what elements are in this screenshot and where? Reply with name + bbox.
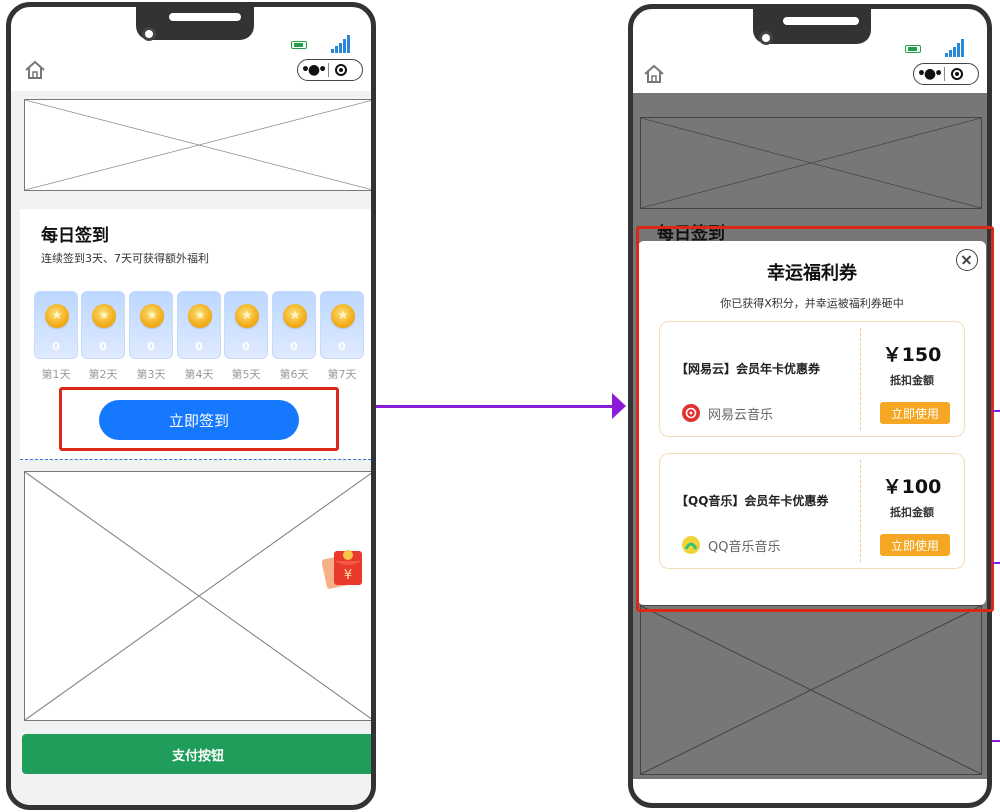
- battery-icon: [291, 41, 307, 49]
- coupon-name: 【QQ音乐】会员年卡优惠券: [676, 494, 829, 508]
- more-dots-icon[interactable]: •●•: [916, 66, 943, 82]
- day-value: 0: [290, 340, 298, 353]
- sign-in-title: 每日签到: [41, 226, 109, 246]
- coin-icon: [92, 304, 116, 328]
- day-label: 第4天: [184, 368, 214, 381]
- banner-image-placeholder: [640, 117, 982, 209]
- modal-highlight-frame: [636, 226, 994, 612]
- day-value: 0: [147, 340, 155, 353]
- red-packet-icon[interactable]: ¥: [322, 547, 366, 589]
- coupon-divider: [860, 460, 861, 562]
- day-card-5[interactable]: 0: [224, 291, 268, 359]
- coupon-price: ￥150: [882, 344, 942, 366]
- highlight-frame: [59, 387, 339, 451]
- day-card-4[interactable]: 0: [177, 291, 221, 359]
- coupon-price: ￥100: [882, 476, 942, 498]
- content-image-placeholder: [640, 605, 982, 775]
- left-phone-frame: •●• 每日签到 连续签到3天、7天可获得额外福利 0 0 0 0 0 0 0 …: [6, 2, 376, 810]
- day-value: 0: [52, 340, 60, 353]
- miniapp-capsule[interactable]: •●•: [297, 59, 363, 81]
- signal-icon: [945, 39, 964, 57]
- coupon-divider: [860, 328, 861, 430]
- day-label: 第7天: [327, 368, 357, 381]
- capsule-separator: [944, 67, 945, 81]
- coupon-price-label: 抵扣金额: [890, 374, 934, 387]
- day-card-6[interactable]: 0: [272, 291, 316, 359]
- sign-in-subtitle: 连续签到3天、7天可获得额外福利: [41, 252, 209, 265]
- right-phone-frame: •●• 每日签到 幸运福利券 你已获得X积分，并幸运被福利券砸中 【网易云】会员…: [628, 4, 992, 808]
- coupon-card-netease: 【网易云】会员年卡优惠券 网易云音乐 ￥150 抵扣金额 立即使用: [659, 321, 965, 437]
- day-label: 第5天: [231, 368, 261, 381]
- speaker-grille: [169, 13, 241, 21]
- day-value: 0: [99, 340, 107, 353]
- coin-icon: [188, 304, 212, 328]
- coin-icon: [283, 304, 307, 328]
- close-target-icon[interactable]: [335, 64, 347, 76]
- coin-icon: [140, 304, 164, 328]
- day-value: 0: [195, 340, 203, 353]
- coin-icon: [331, 304, 355, 328]
- day-label: 第1天: [41, 368, 71, 381]
- day-value: 0: [338, 340, 346, 353]
- modal-title: 幸运福利券: [767, 263, 857, 284]
- day-card-2[interactable]: 0: [81, 291, 125, 359]
- qq-music-icon: [682, 536, 700, 554]
- dashed-separator: [20, 459, 371, 460]
- coupon-modal: 幸运福利券 你已获得X积分，并幸运被福利券砸中 【网易云】会员年卡优惠券 网易云…: [638, 241, 986, 605]
- day-label: 第3天: [136, 368, 166, 381]
- coupon-brand: 网易云音乐: [708, 408, 774, 423]
- close-target-icon[interactable]: [951, 68, 963, 80]
- day-label: 第2天: [88, 368, 118, 381]
- more-dots-icon[interactable]: •●•: [300, 62, 327, 78]
- sign-in-button[interactable]: 立即签到: [99, 400, 299, 440]
- home-icon[interactable]: [643, 63, 665, 85]
- annotation-line: [992, 740, 1000, 742]
- netease-music-icon: [682, 404, 700, 422]
- coin-icon: [45, 304, 69, 328]
- flow-arrow-head-icon: [612, 393, 626, 419]
- day-card-7[interactable]: 0: [320, 291, 364, 359]
- coupon-card-qqmusic: 【QQ音乐】会员年卡优惠券 QQ音乐音乐 ￥100 抵扣金额 立即使用: [659, 453, 965, 569]
- content-image-placeholder: [24, 471, 371, 721]
- banner-image-placeholder: [24, 99, 371, 191]
- capsule-separator: [328, 63, 329, 77]
- use-now-button[interactable]: 立即使用: [880, 402, 950, 424]
- day-card-3[interactable]: 0: [129, 291, 173, 359]
- pay-button[interactable]: 支付按钮: [22, 734, 371, 774]
- close-icon[interactable]: [956, 249, 978, 271]
- modal-subtitle: 你已获得X积分，并幸运被福利券砸中: [720, 297, 904, 310]
- red-packet-symbol: ¥: [344, 568, 352, 583]
- use-now-button[interactable]: 立即使用: [880, 534, 950, 556]
- home-icon[interactable]: [24, 59, 46, 81]
- speaker-grille: [783, 17, 859, 25]
- miniapp-capsule[interactable]: •●•: [913, 63, 979, 85]
- flow-arrow-line: [376, 405, 616, 408]
- camera-icon: [142, 27, 156, 41]
- annotation-line: [992, 562, 1000, 564]
- coupon-name: 【网易云】会员年卡优惠券: [676, 362, 821, 376]
- day-value: 0: [242, 340, 250, 353]
- signal-icon: [331, 35, 350, 53]
- battery-icon: [905, 45, 921, 53]
- coin-icon: [235, 304, 259, 328]
- coupon-brand: QQ音乐音乐: [708, 540, 781, 555]
- annotation-line: [992, 410, 1000, 412]
- day-label: 第6天: [279, 368, 309, 381]
- background-sign-in-title: 每日签到: [657, 224, 725, 244]
- coupon-price-label: 抵扣金额: [890, 506, 934, 519]
- camera-icon: [759, 31, 773, 45]
- day-card-1[interactable]: 0: [34, 291, 78, 359]
